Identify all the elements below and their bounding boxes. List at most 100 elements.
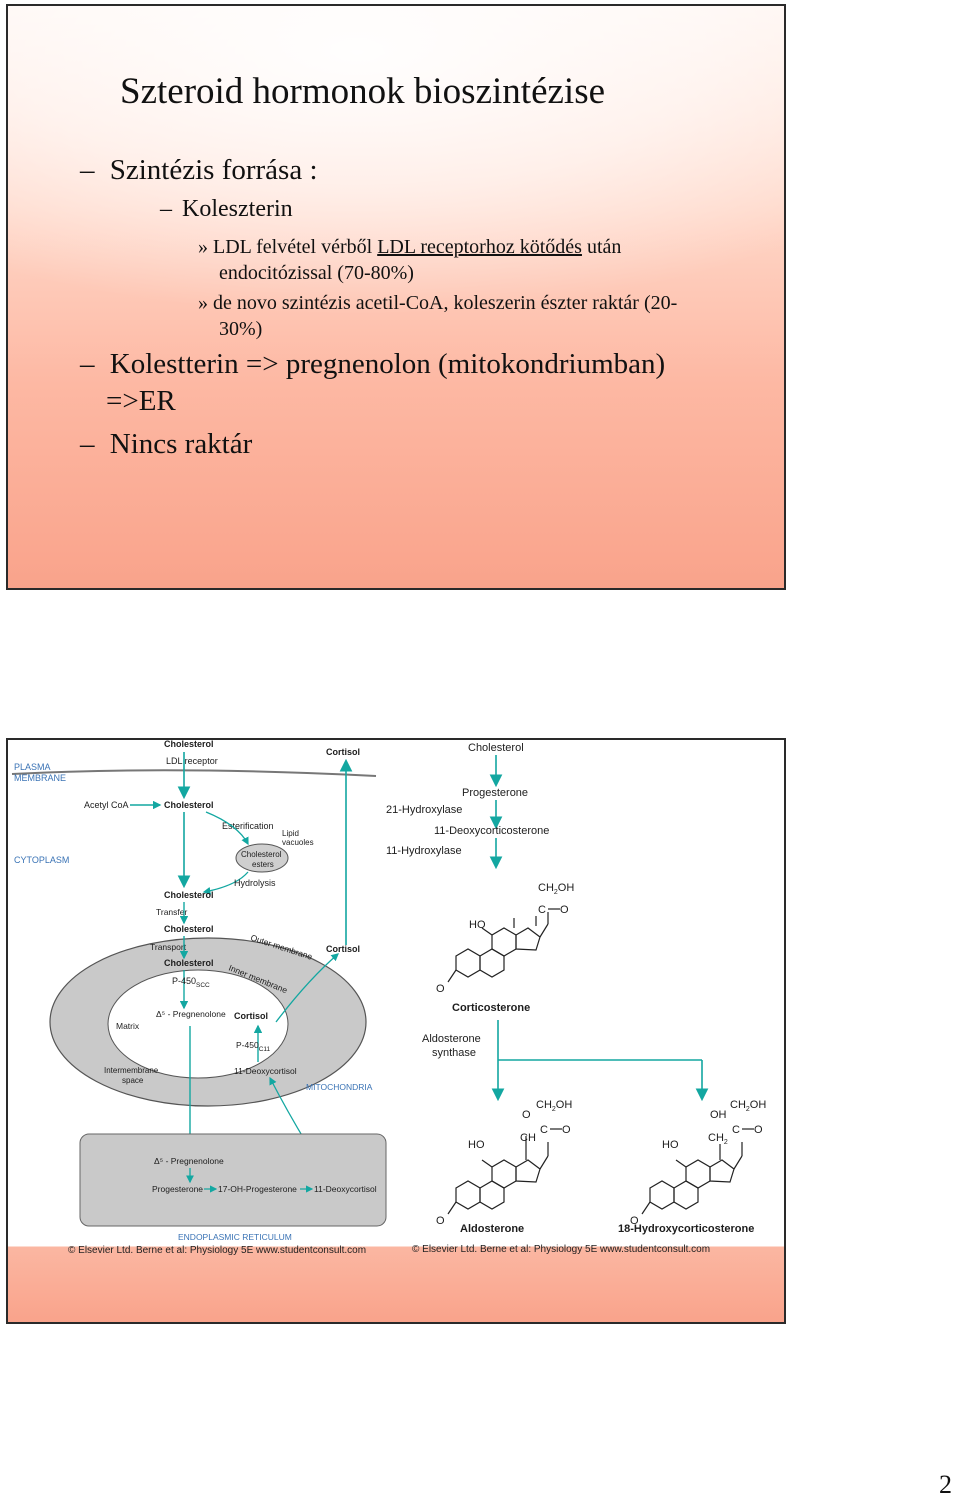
carbonyl-o-label: O bbox=[754, 1124, 763, 1136]
bullet-de-novo: » de novo szintézis acetil-CoA, koleszer… bbox=[198, 290, 677, 342]
ch2oh-oh: OH bbox=[558, 882, 575, 894]
intermembrane-label: space bbox=[122, 1076, 144, 1085]
hydroxyl-oh-label: OH bbox=[710, 1109, 727, 1121]
aldehyde-ch-label: CH bbox=[520, 1132, 536, 1144]
carbonyl-c-label: C bbox=[540, 1124, 548, 1136]
ho-label: HO bbox=[468, 1139, 485, 1151]
ch2oh-oh: OH bbox=[556, 1099, 573, 1111]
cholesterol-esters-label: Cholesterol bbox=[241, 850, 282, 859]
p450c11-label: P-450C11 bbox=[236, 1040, 271, 1053]
mitochondrion-inner bbox=[107, 969, 289, 1079]
page-number: 2 bbox=[939, 1470, 952, 1499]
deoxycortisol-er-label: 11-Deoxycortisol bbox=[314, 1184, 377, 1194]
transport-label: Transport bbox=[150, 942, 187, 952]
cholesterol-cyto-label: Cholesterol bbox=[164, 800, 214, 810]
steroid-figure: PLASMA MEMBRANE CYTOPLASM Cholesterol LD… bbox=[11, 740, 766, 1256]
ldl-text-a: LDL felvétel vérből bbox=[213, 236, 378, 258]
bullet-storage: – Nincs raktár bbox=[80, 428, 252, 461]
pathway-text-a: Kolestterin => pregnenolon (mitokondrium… bbox=[109, 348, 666, 380]
dash-marker: – bbox=[80, 154, 95, 186]
cytoplasm-label: CYTOPLASM bbox=[14, 855, 69, 865]
aldosterone-structure bbox=[447, 1136, 549, 1215]
er-label: ENDOPLASMIC RETICULUM bbox=[178, 1232, 292, 1242]
endoplasmic-reticulum bbox=[79, 1133, 387, 1227]
ldl-receptor-label: LDL receptor bbox=[166, 756, 218, 766]
plasma-membrane-label: MEMBRANE bbox=[14, 773, 66, 783]
aldosterone-label: Aldosterone bbox=[460, 1223, 524, 1235]
bullet-cholesterol-text: Koleszterin bbox=[182, 196, 293, 222]
p450scc-subscript: SCC bbox=[196, 982, 210, 989]
plasma-membrane-label: PLASMA bbox=[14, 762, 51, 772]
ch2oh-label: CH2OH bbox=[538, 882, 574, 896]
bullet-ldl-uptake: » LDL felvétel vérből LDL receptorhoz kö… bbox=[198, 234, 621, 286]
plasma-membrane-line bbox=[11, 769, 377, 777]
bullet-pathway: – Kolestterin => pregnenolon (mitokondri… bbox=[80, 346, 665, 420]
p450scc-text: P-450 bbox=[172, 976, 196, 986]
carbonyl-o-label: O bbox=[562, 1124, 571, 1136]
biosynthesis-pathway: Cholesterol Progesterone 21-Hydroxylase … bbox=[386, 742, 766, 1255]
cholesterol-label: Cholesterol bbox=[164, 890, 214, 900]
corticosterone-structure bbox=[447, 912, 549, 983]
p450scc-label: P-450SCC bbox=[172, 976, 210, 989]
cholesterol-esters-vacuole bbox=[235, 843, 289, 873]
cholesterol-label: Cholesterol bbox=[468, 742, 524, 754]
hydroxylase21-label: 21-Hydroxylase bbox=[386, 804, 462, 816]
ch2oh-label: CH2OH bbox=[536, 1099, 572, 1113]
ldl-text-c: endocitózissal (70-80%) bbox=[219, 262, 414, 284]
chevron-marker: » bbox=[198, 292, 208, 314]
ch2oh-subscript: 2 bbox=[554, 889, 558, 896]
ch2-subscript: 2 bbox=[724, 1139, 728, 1146]
lipid-vacuoles-label: vacuoles bbox=[282, 838, 314, 847]
hydroxycorticosterone-label: 18-Hydroxycorticosterone bbox=[618, 1223, 754, 1235]
cortisol-mito-label: Cortisol bbox=[234, 1011, 268, 1021]
carbonyl-c-label: C bbox=[732, 1124, 740, 1136]
carbonyl-c-label: C bbox=[538, 904, 546, 916]
deoxycorticosterone-label: 11-Deoxycorticosterone bbox=[434, 825, 549, 837]
o-label: O bbox=[630, 1215, 639, 1227]
de-novo-text-b: 30%) bbox=[219, 318, 263, 340]
slide-2: PLASMA MEMBRANE CYTOPLASM Cholesterol LD… bbox=[6, 738, 786, 1324]
o-label: O bbox=[436, 1215, 445, 1227]
aldosterone-synthase-label: synthase bbox=[432, 1047, 476, 1059]
ohprog-er-label: 17-OH-Progesterone bbox=[218, 1184, 297, 1194]
pregnenolone-mito-label: Δ⁵ - Pregnenolone bbox=[156, 1009, 226, 1019]
lipid-vacuoles-label: Lipid bbox=[282, 829, 299, 838]
dash-marker: – bbox=[160, 196, 172, 222]
bullet-source-text: Szintézis forrása : bbox=[109, 154, 318, 186]
progesterone-label: Progesterone bbox=[462, 787, 528, 799]
p450c11-subscript: C11 bbox=[259, 1046, 271, 1053]
cortisol-out-label: Cortisol bbox=[326, 944, 360, 954]
hydroxycorticosterone-structure bbox=[641, 1142, 743, 1215]
ch2oh-subscript: 2 bbox=[746, 1106, 750, 1113]
figure-credit-left: © Elsevier Ltd. Berne et al: Physiology … bbox=[68, 1245, 366, 1256]
intermembrane-label: Intermembrane bbox=[104, 1066, 159, 1075]
bullet-source: – Szintézis forrása : bbox=[80, 154, 318, 187]
slide-title: Szteroid hormonok bioszintézise bbox=[120, 71, 606, 112]
cholesterol-mito-label: Cholesterol bbox=[164, 958, 214, 968]
o-label: O bbox=[436, 983, 445, 995]
chevron-marker: » bbox=[198, 236, 208, 258]
ldl-text-underlined: LDL receptorhoz kötődés bbox=[377, 236, 582, 258]
transfer-label: Transfer bbox=[156, 907, 188, 917]
ch2oh-subscript: 2 bbox=[552, 1106, 556, 1113]
ch2-text: CH bbox=[708, 1132, 724, 1144]
esterification-label: Esterification bbox=[222, 821, 274, 831]
de-novo-text-a: de novo szintézis acetil-CoA, koleszerin… bbox=[213, 292, 678, 314]
slide-1: Szteroid hormonok bioszintézise – Szinté… bbox=[6, 4, 786, 590]
ch2oh-oh: OH bbox=[750, 1099, 767, 1111]
storage-text: Nincs raktár bbox=[109, 428, 253, 460]
esterification-arrow bbox=[205, 811, 249, 846]
hydroxylase11-label: 11-Hydroxylase bbox=[386, 845, 462, 857]
cholesterol-esters-label: esters bbox=[252, 860, 274, 869]
p450c11-text: P-450 bbox=[236, 1040, 259, 1050]
deoxycortisol-mito-label: 11-Deoxycortisol bbox=[234, 1066, 297, 1076]
ho-label: HO bbox=[469, 919, 486, 931]
figure-credit-right: © Elsevier Ltd. Berne et al: Physiology … bbox=[412, 1244, 710, 1255]
dash-marker: – bbox=[80, 428, 95, 460]
matrix-label: Matrix bbox=[116, 1021, 140, 1031]
mitochondria-label: MITOCHONDRIA bbox=[306, 1082, 373, 1092]
methylene-label: CH2 bbox=[708, 1132, 728, 1146]
bullet-cholesterol: – Koleszterin bbox=[160, 196, 293, 223]
ch2oh-text: CH bbox=[730, 1099, 746, 1111]
cortisol-exit-arrow bbox=[275, 953, 339, 1023]
